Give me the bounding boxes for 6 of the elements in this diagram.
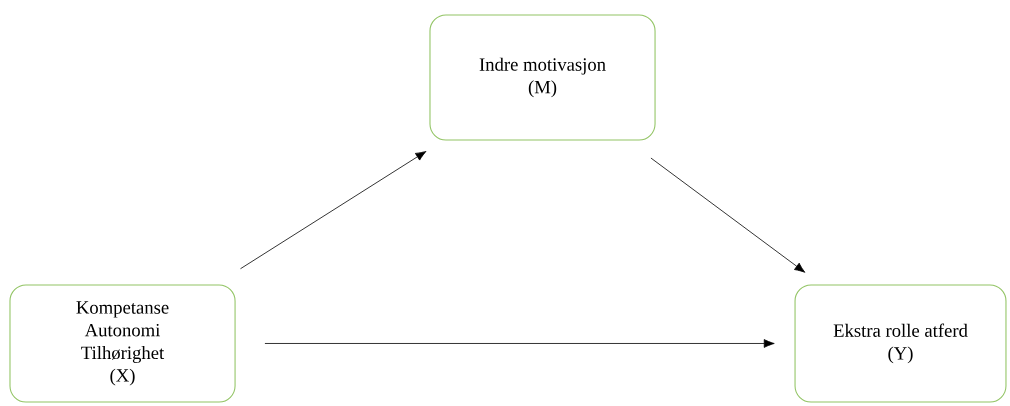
process-box: Ekstra rolle atferd (Y) (794, 284, 1007, 403)
arrow (264, 339, 775, 348)
arrow (240, 151, 427, 270)
arrow (650, 157, 806, 273)
process-box: Indre motivasjon (M) (429, 14, 656, 141)
process-box: Kompetanse Autonomi Tilhørighet (X) (9, 284, 236, 403)
